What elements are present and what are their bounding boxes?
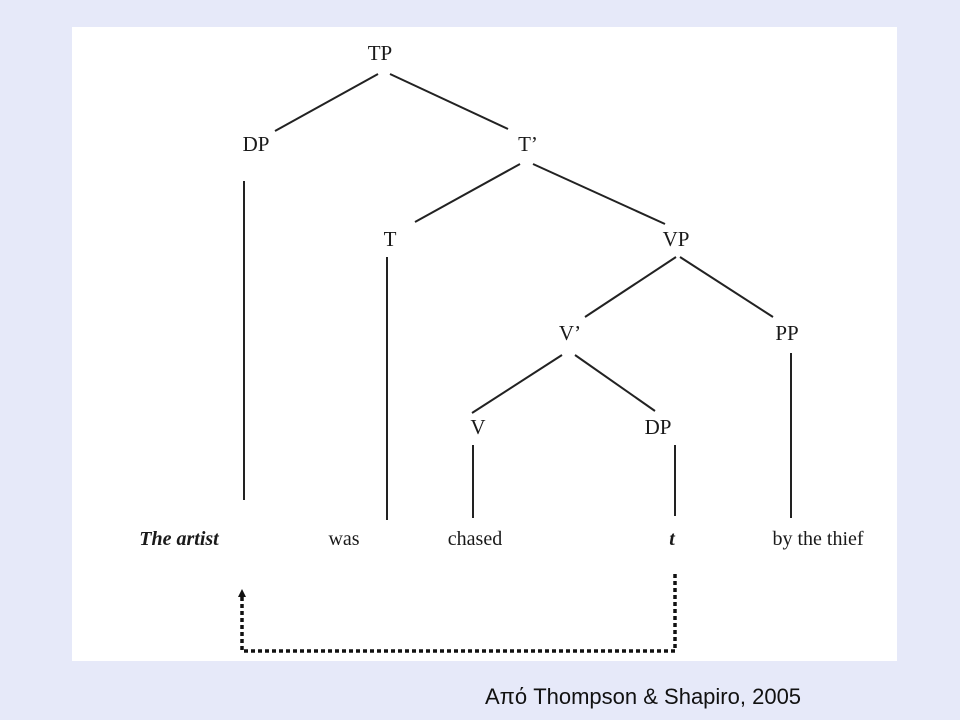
syntax-tree: TP DP T’ T VP V’ PP V DP The artist was … bbox=[139, 41, 864, 653]
word-by-the-thief: by the thief bbox=[772, 528, 863, 550]
node-dp-subject: DP bbox=[243, 132, 270, 156]
node-t: T bbox=[384, 227, 397, 251]
node-tp: TP bbox=[368, 41, 393, 65]
word-chased: chased bbox=[448, 528, 502, 550]
edge-vbar-dp bbox=[574, 354, 656, 412]
word-the-artist: The artist bbox=[139, 528, 220, 550]
edge-vp-vbar bbox=[584, 256, 677, 318]
edge-tbar-vp bbox=[532, 163, 666, 225]
diagram-panel: TP DP T’ T VP V’ PP V DP The artist was … bbox=[72, 27, 897, 661]
edge-tp-dp bbox=[274, 73, 379, 132]
node-pp: PP bbox=[775, 321, 798, 345]
word-was: was bbox=[328, 528, 359, 550]
edge-tp-tbar bbox=[389, 73, 509, 130]
node-t-bar: T’ bbox=[518, 132, 538, 156]
edge-tbar-t bbox=[414, 163, 521, 223]
edge-vbar-v bbox=[471, 354, 563, 414]
node-v: V bbox=[470, 415, 485, 439]
node-vp: VP bbox=[663, 227, 690, 251]
source-caption: Από Thompson & Shapiro, 2005 bbox=[485, 684, 802, 709]
word-trace: t bbox=[669, 528, 676, 550]
node-dp-object: DP bbox=[645, 415, 672, 439]
edge-vp-pp bbox=[679, 256, 774, 318]
movement-arrow bbox=[238, 574, 677, 653]
node-v-bar: V’ bbox=[559, 321, 581, 345]
